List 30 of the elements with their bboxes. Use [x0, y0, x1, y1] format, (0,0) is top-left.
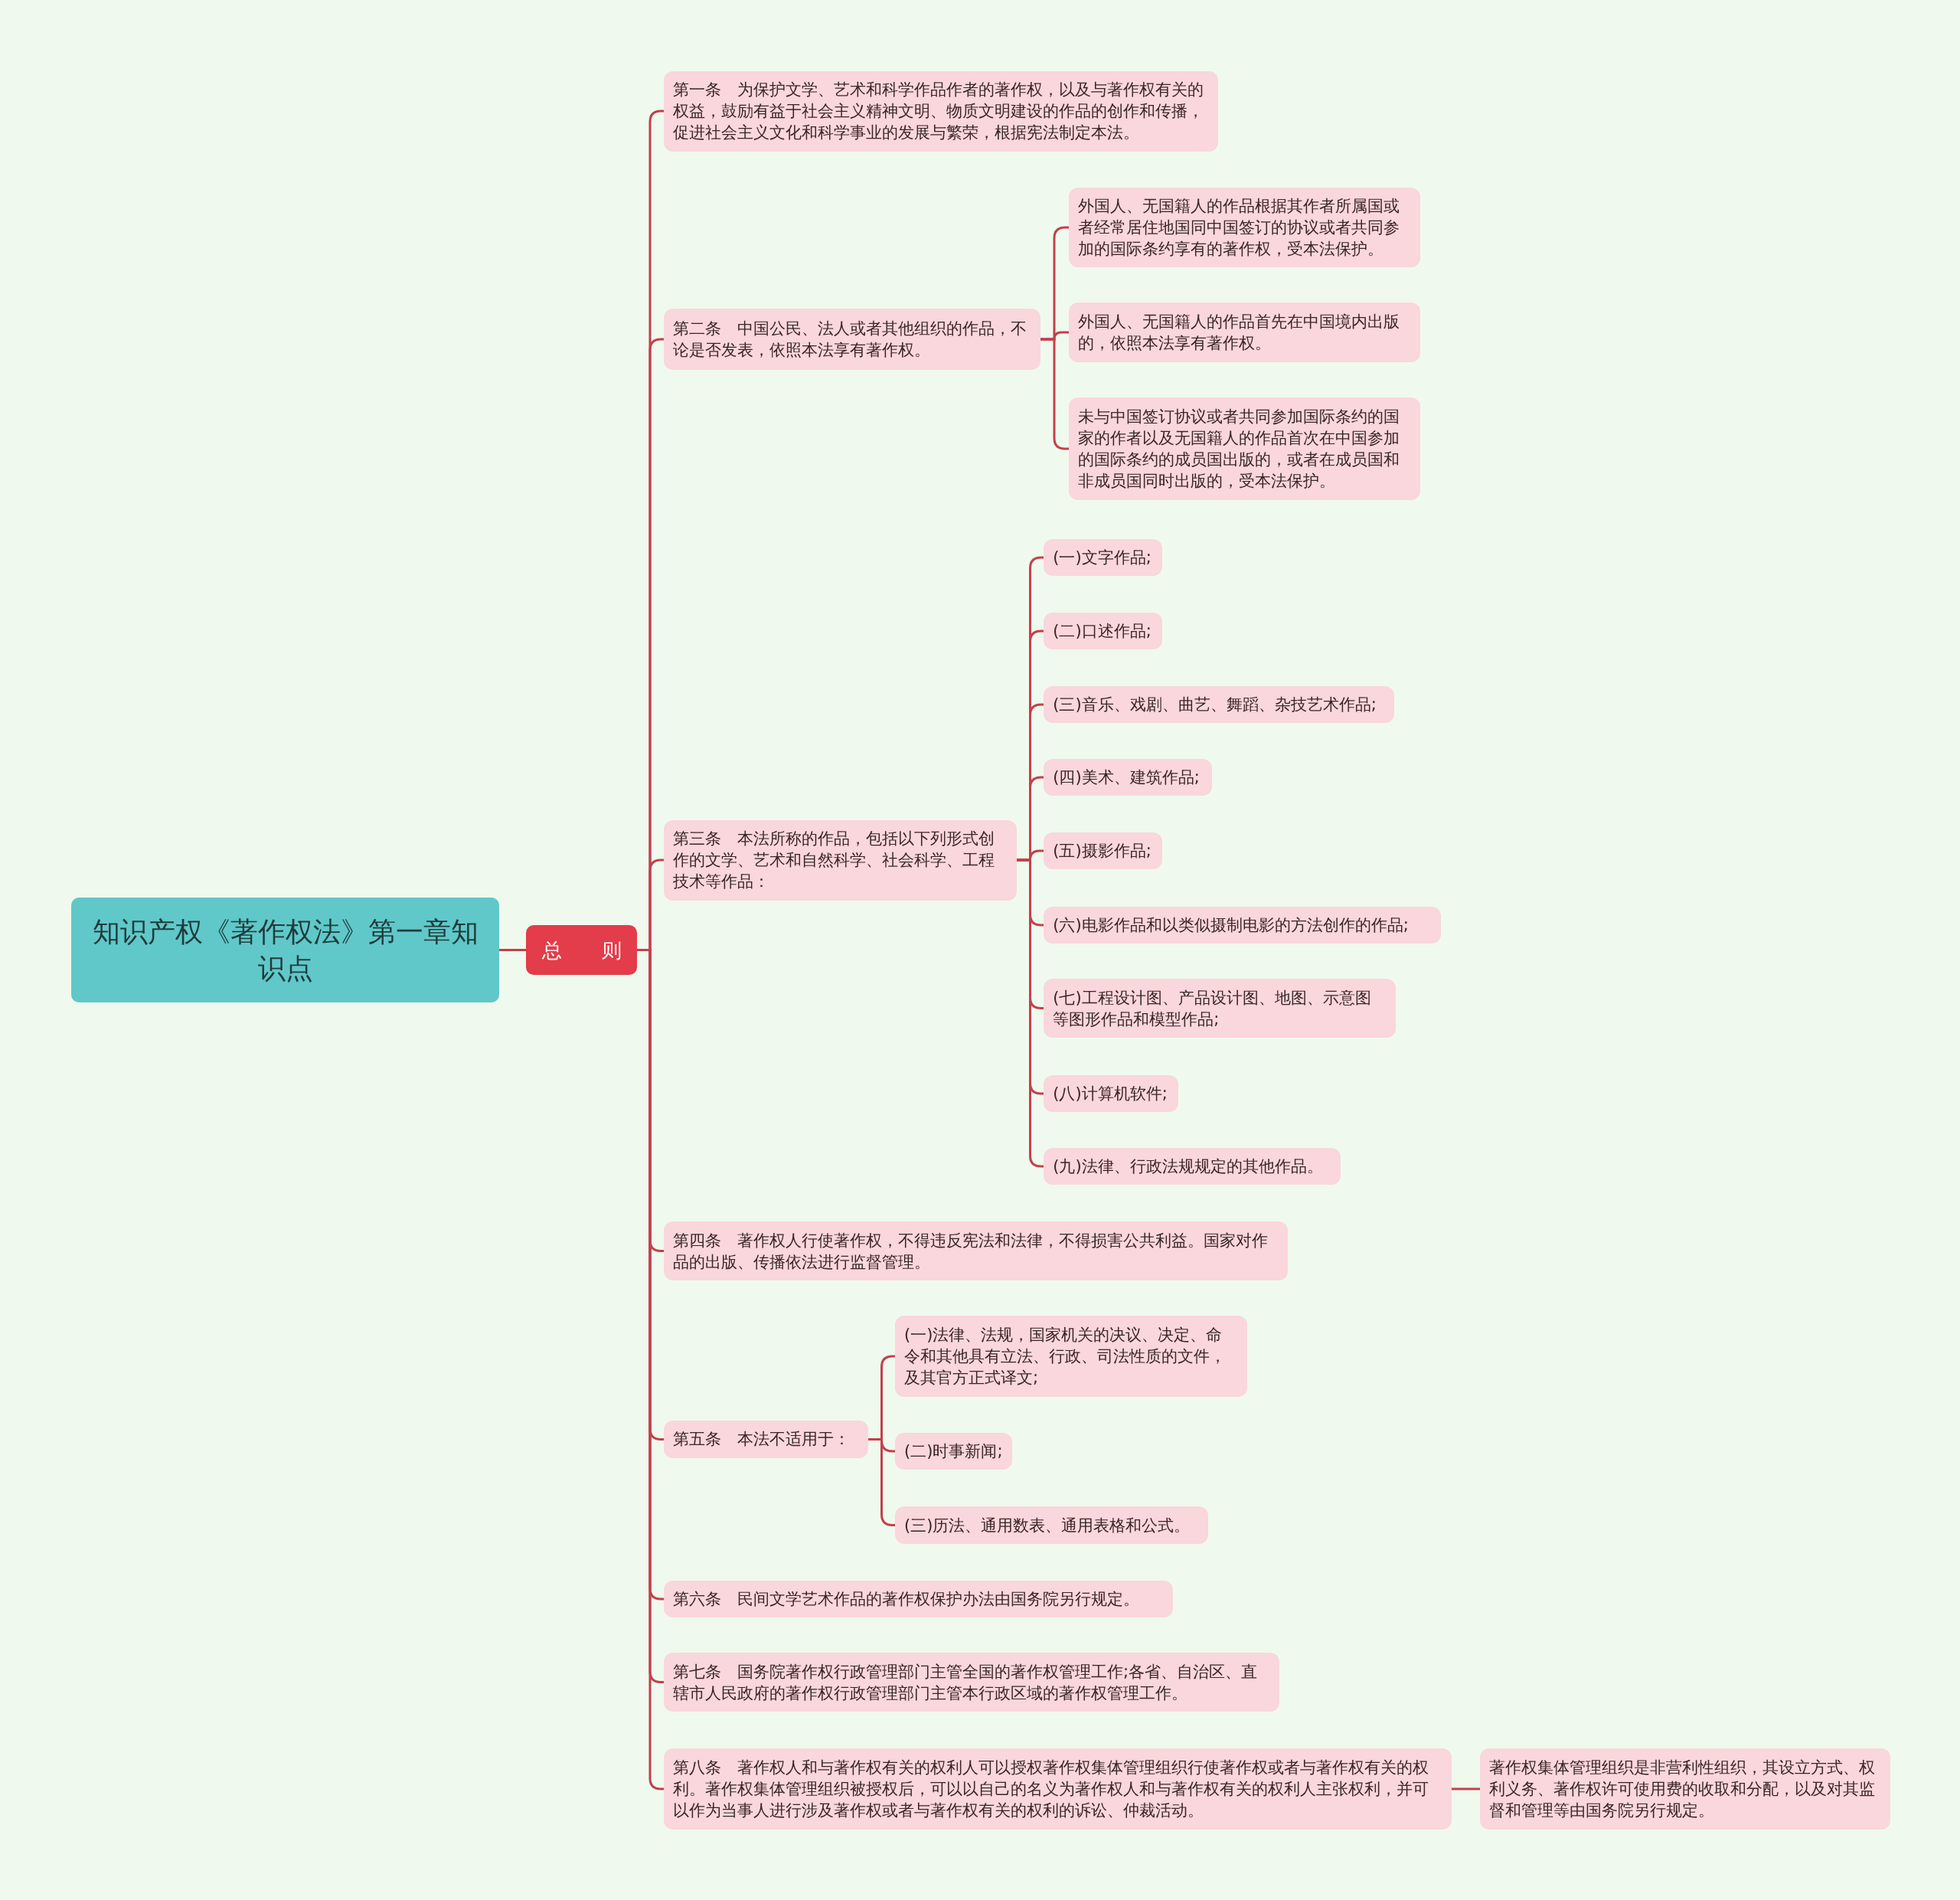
connector-line: [1017, 858, 1044, 1168]
topic-box: 第二条 中国公民、法人或者其他组织的作品，不论是否发表，依照本法享有著作权。: [663, 309, 1041, 371]
main-topic-box: 总 则: [526, 925, 637, 976]
topic-box: 第六条 民间文学艺术作品的著作权保护办法由国务院另行规定。: [663, 1580, 1174, 1617]
topic-box: (八)计算机软件;: [1044, 1075, 1178, 1113]
topic-box: (一)文字作品;: [1044, 538, 1162, 576]
topic-box: 外国人、无国籍人的作品根据其作者所属国或者经常居住地国同中国签订的协议或者共同参加的国际条约享有的著作权，受本法保护。: [1068, 187, 1421, 268]
topic-box: (三)音乐、戏剧、曲艺、舞蹈、杂技艺术作品;: [1044, 686, 1395, 724]
topic-box: (九)法律、行政法规规定的其他作品。: [1044, 1147, 1341, 1185]
topic-box: (四)美术、建筑作品;: [1044, 759, 1212, 796]
topic-box: (三)历法、通用数表、通用表格和公式。: [895, 1506, 1208, 1545]
topic-box: 外国人、无国籍人的作品首先在中国境内出版的，依照本法享有著作权。: [1068, 302, 1421, 363]
topic-box: 第四条 著作权人行使著作权，不得违反宪法和法律，不得损害公共利益。国家对作品的出版、传播依法进行监督管理。: [663, 1221, 1289, 1280]
topic-box: 第七条 国务院著作权行政管理部门主管全国的著作权管理工作;各省、自治区、直辖市人民政府的著作权行政管理部门主管本行政区域的著作权管理工作。: [663, 1653, 1279, 1712]
connector-line: [1040, 338, 1069, 450]
topic-box: 第五条 本法不适用于：: [663, 1420, 868, 1458]
topic-box: 著作权集体管理组织是非营利性组织，其设立方式、权利义务、著作权许可使用费的收取和分配，以及对其监督和管理等由国务院另行规定。: [1480, 1748, 1891, 1830]
root-topic-box: 知识产权《著作权法》第一章知识点: [71, 898, 500, 1003]
topic-box: 第一条 为保护文学、艺术和科学作品作者的著作权，以及与著作权有关的权益，鼓励有益于社会主义精神文明、物质文明建设的作品的创作和传播，促进社会主义文化和科学事业的发展与繁荣，根据宪法制定本法。: [663, 71, 1218, 152]
topic-box: (二)时事新闻;: [895, 1433, 1012, 1470]
connector-line: [499, 949, 526, 951]
topic-box: 第三条 本法所称的作品，包括以下列形式创作的文学、艺术和自然科学、社会科学、工程技术等作品：: [663, 820, 1018, 901]
topic-box: (七)工程设计图、产品设计图、地图、示意图等图形作品和模型作品;: [1044, 979, 1396, 1038]
topic-box: 第八条 著作权人和与著作权有关的权利人可以授权著作权集体管理组织行使著作权或者与著作权有关的权利。著作权集体管理组织被授权后，可以以自己的名义为著作权人和与著作权有关的权利人主张权利，并可以作为当事人进行涉及著作权或者与著作权有关的权利的诉讼、仲裁活动。: [663, 1748, 1452, 1830]
topic-box: (五)摄影作品;: [1044, 832, 1162, 870]
connector-line: [1452, 1787, 1480, 1790]
topic-box: 未与中国签订协议或者共同参加国际条约的国家的作者以及无国籍人的作品首次在中国参加的国际条约的成员国出版的，或者在成员国和非成员国同时出版的，受本法保护。: [1068, 397, 1421, 501]
topic-box: (六)电影作品和以类似摄制电影的方法创作的作品;: [1044, 906, 1441, 943]
topic-box: (一)法律、法规，国家机关的决议、决定、命令和其他具有立法、行政、司法性质的文件，及其官方正式译文;: [895, 1315, 1247, 1397]
topic-box: (二)口述作品;: [1044, 613, 1162, 649]
